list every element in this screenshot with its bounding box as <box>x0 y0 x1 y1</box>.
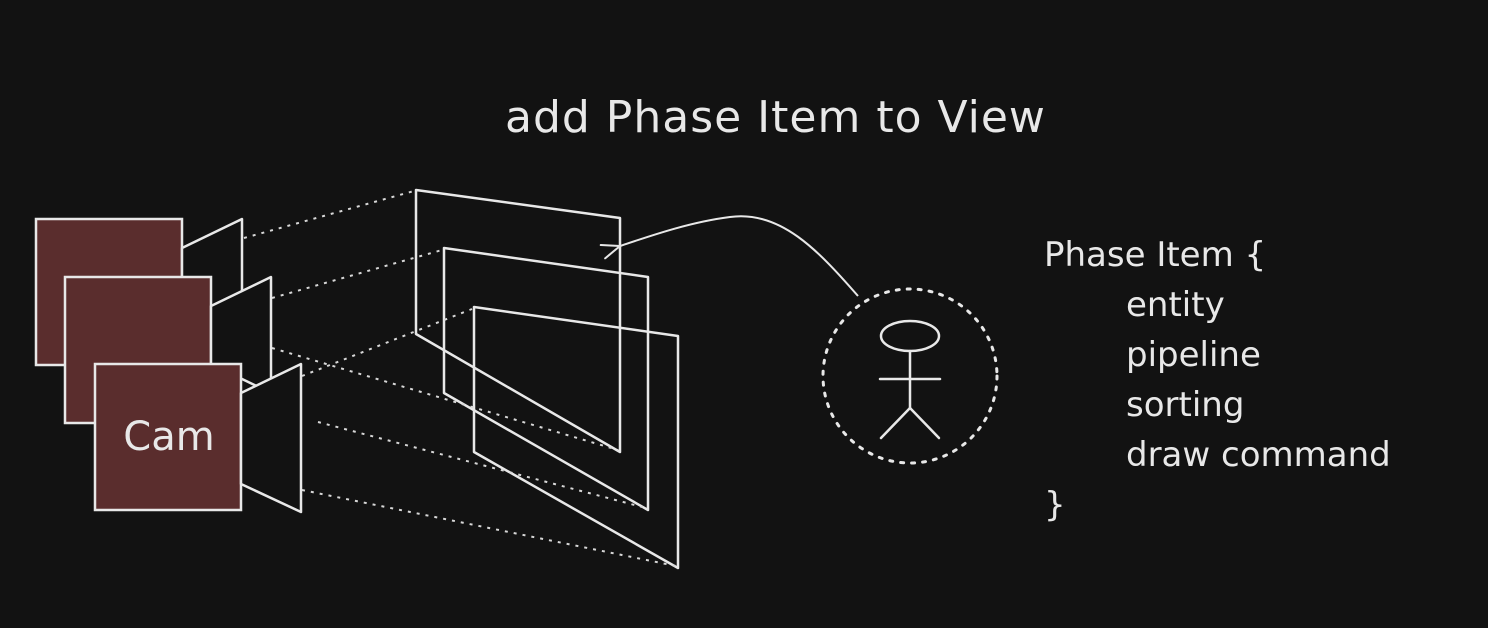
actor-boundary <box>821 287 999 465</box>
add-arrow <box>599 215 859 297</box>
struct-field-pipeline: pipeline <box>1126 335 1261 375</box>
struct-open: Phase Item { <box>1044 235 1267 275</box>
diagram-title: add Phase Item to View <box>505 92 1046 143</box>
frustum-plane-3 <box>472 305 680 570</box>
projection-line <box>243 190 415 239</box>
frustum-plane-2 <box>442 246 650 512</box>
projection-lines <box>243 190 677 567</box>
camera-label: Cam <box>123 414 215 460</box>
projection-line <box>271 249 443 299</box>
struct-field-entity: entity <box>1126 285 1225 325</box>
camera-3 <box>93 362 303 514</box>
actor <box>821 287 999 465</box>
projection-line <box>301 308 473 377</box>
stick-figure-icon <box>878 319 942 440</box>
projection-line <box>271 347 619 451</box>
projection-line <box>301 489 677 567</box>
phase-item-struct: Phase Item { entity pipeline sorting dra… <box>1044 230 1391 530</box>
struct-close: } <box>1044 485 1066 525</box>
struct-field-draw-command: draw command <box>1126 435 1391 475</box>
camera-lens <box>239 362 303 514</box>
frustum-plane-1 <box>414 188 622 454</box>
frustum-planes <box>414 188 680 570</box>
struct-field-sorting: sorting <box>1126 385 1245 425</box>
projection-line <box>317 421 647 509</box>
